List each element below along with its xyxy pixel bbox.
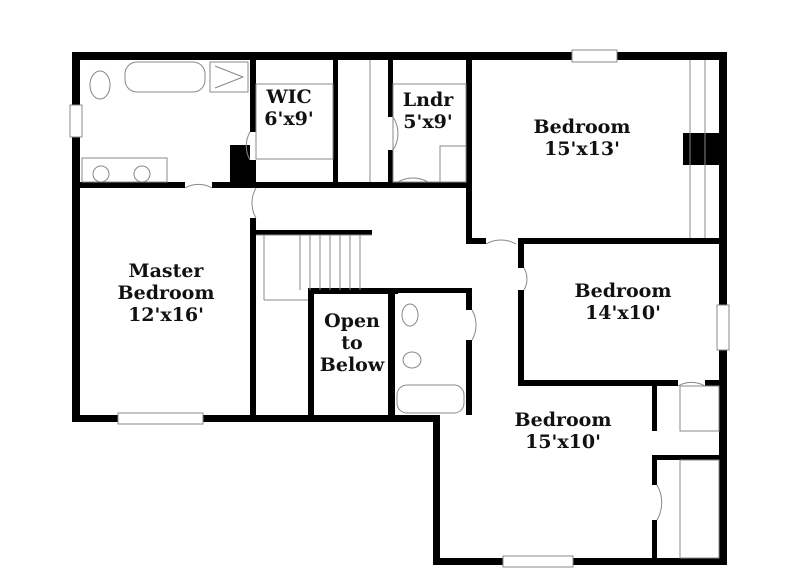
wall-left [72,52,80,422]
room-size: 15'x10' [525,431,601,453]
wall-top [72,52,727,60]
pillar [230,145,250,188]
room-laundry: Lndr 5'x9' [403,89,453,133]
wall-bottom-left [72,415,440,422]
windows [69,49,730,568]
room-master-bedroom: Master Bedroom 12'x16' [111,260,221,326]
door-swing [184,183,213,189]
room-size: 12'x16' [128,304,204,326]
room-wic: WIC 6'x9' [264,86,313,130]
room-name: Bedroom [514,409,612,431]
fireplace [683,133,720,165]
room-size: 5'x9' [403,111,453,133]
room-open-to-below: Open to Below [317,310,387,376]
room-size: 15'x13' [544,138,620,160]
room-size: 14'x10' [585,302,661,324]
room-bedroom-3: Bedroom 15'x10' [515,409,612,453]
stair-treads [299,235,361,290]
room-name: Bedroom [533,116,631,138]
room-name: Open to Below [319,310,385,376]
room-name: Bedroom [574,280,672,302]
fixtures [81,60,720,559]
room-name: Master Bedroom [117,260,215,304]
wall-bedroom3-left [433,415,440,565]
room-size: 6'x9' [264,108,314,130]
room-name: WIC [266,86,312,108]
room-bedroom-2: Bedroom 14'x10' [575,280,672,324]
room-name: Lndr [402,89,454,111]
wall-bottom-right [433,558,727,565]
room-bedroom-1: Bedroom 15'x13' [534,116,631,160]
